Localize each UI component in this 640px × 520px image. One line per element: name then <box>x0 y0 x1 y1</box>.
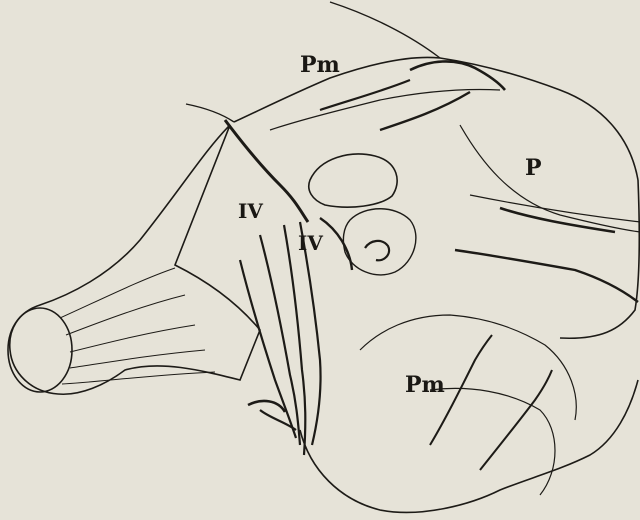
upper-lobe <box>234 57 638 180</box>
label-iv-center: IV <box>298 231 323 255</box>
label-pm-bottom: Pm <box>405 372 445 398</box>
lower-lobe <box>300 315 638 512</box>
label-pm-top: Pm <box>300 52 340 78</box>
upper-outline-arc <box>330 2 440 58</box>
left-outline-arc <box>186 104 234 122</box>
stalk-region <box>8 125 260 394</box>
central-nodule <box>309 154 416 275</box>
label-iv-left: IV <box>238 199 263 223</box>
label-p-right: P <box>525 155 542 181</box>
